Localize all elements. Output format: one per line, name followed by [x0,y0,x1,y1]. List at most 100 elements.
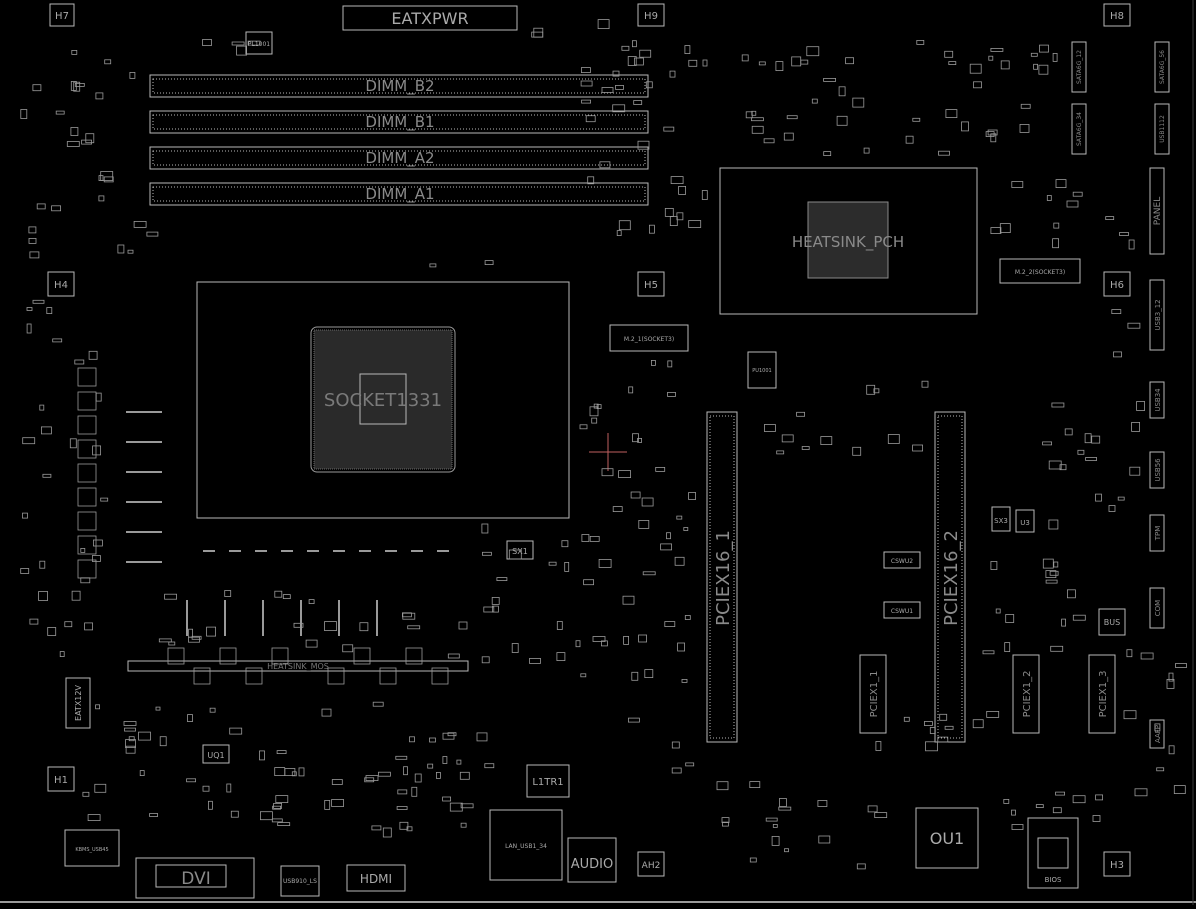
smd-component [684,615,691,620]
mosfet [379,667,397,685]
smd-component [1030,52,1038,57]
smd-component [618,220,631,231]
smd-component [138,731,151,741]
smd-component [669,70,676,78]
smd-component [103,176,114,183]
smd-component [721,817,730,823]
smd-component [1053,561,1059,568]
smd-component [969,63,982,74]
smd-component [403,766,408,776]
smd-component [26,307,33,311]
smd-component [125,745,136,754]
smd-component [763,138,775,144]
smd-component [1039,44,1049,53]
sata6g-12-label: SATA6G_12 [1076,50,1083,84]
smd-component [442,732,455,740]
smd-component [912,444,923,452]
smd-component [581,99,591,104]
smd-component [1051,402,1065,408]
smd-component [1095,493,1102,502]
smd-component [399,821,409,830]
smd-component [125,739,136,748]
sata6g-34-label: SATA6G_34 [1076,112,1083,146]
smd-component [1113,351,1122,358]
com-header: COM [1149,587,1165,629]
lan-label: LAN_USB1_34 [505,843,547,850]
smd-component [873,388,880,394]
dimm-b1-label: DIMM_B1 [365,113,434,132]
smd-component [985,131,995,138]
smd-component [999,223,1011,234]
smd-component [449,802,463,812]
smd-component [277,822,291,826]
smd-component [272,805,282,810]
smd-component [38,591,48,601]
inductor [77,367,97,387]
kbms-label: KBMS_USB45 [75,847,108,853]
smd-component [836,115,848,126]
smd-component [929,727,936,734]
smd-component [786,115,798,120]
smd-component [28,237,37,244]
smd-component [98,195,105,202]
smd-component [187,714,193,722]
smd-component [59,651,65,657]
mount-hole-ah2: AH2 [637,851,665,877]
smd-component [990,561,998,570]
ah2-label: AH2 [642,861,661,871]
tpm-header: TPM [1149,514,1165,552]
smd-component [259,750,265,761]
smd-component [1072,795,1086,804]
smd-component [972,719,984,729]
dimm-a2-label: DIMM_A2 [365,149,434,168]
smd-component [87,814,101,821]
smd-component [22,512,28,519]
smd-component [1091,435,1101,444]
smd-component [275,795,289,803]
smd-component [481,551,492,556]
smd-component [598,559,612,568]
smd-component [128,736,135,742]
pciex16-2-slot: PCIEX16_2 [934,411,966,743]
usb56-header: USB56 [1149,451,1165,489]
bios-chip: BIOS [1027,817,1079,889]
smd-component [638,634,647,643]
smd-component [100,171,114,181]
smd-component [29,618,39,625]
smd-component [1168,672,1174,682]
smd-component [1011,181,1024,188]
eatx12v-label: EATX12V [74,685,83,721]
smd-component [342,644,354,653]
smd-component [529,658,541,664]
h9-label: H9 [644,11,658,22]
smd-component [247,40,261,46]
smd-component [1131,421,1140,432]
smd-component [1129,466,1141,476]
smd-component [259,811,273,821]
inductor [77,535,97,555]
smd-component [1045,570,1057,578]
smd-component [66,141,80,147]
h3-label: H3 [1110,860,1124,871]
smd-component [751,117,764,122]
bus-label: BUS [1104,618,1120,627]
smd-component [779,798,787,807]
smd-component [601,468,614,477]
smd-component [1033,63,1038,70]
smd-component [581,534,590,542]
smd-component [982,650,995,655]
smd-component [630,491,641,499]
smd-component [575,640,581,648]
smd-component [1064,428,1073,436]
smd-component [601,640,608,647]
smd-component [202,39,212,46]
smd-component [863,147,870,154]
h8-label: H8 [1110,11,1124,22]
smd-component [685,762,695,767]
smd-component [596,404,602,410]
smd-component [73,81,81,92]
heatsink-mos: HEATSINK_MOS [127,660,469,672]
smd-component [1128,239,1135,250]
